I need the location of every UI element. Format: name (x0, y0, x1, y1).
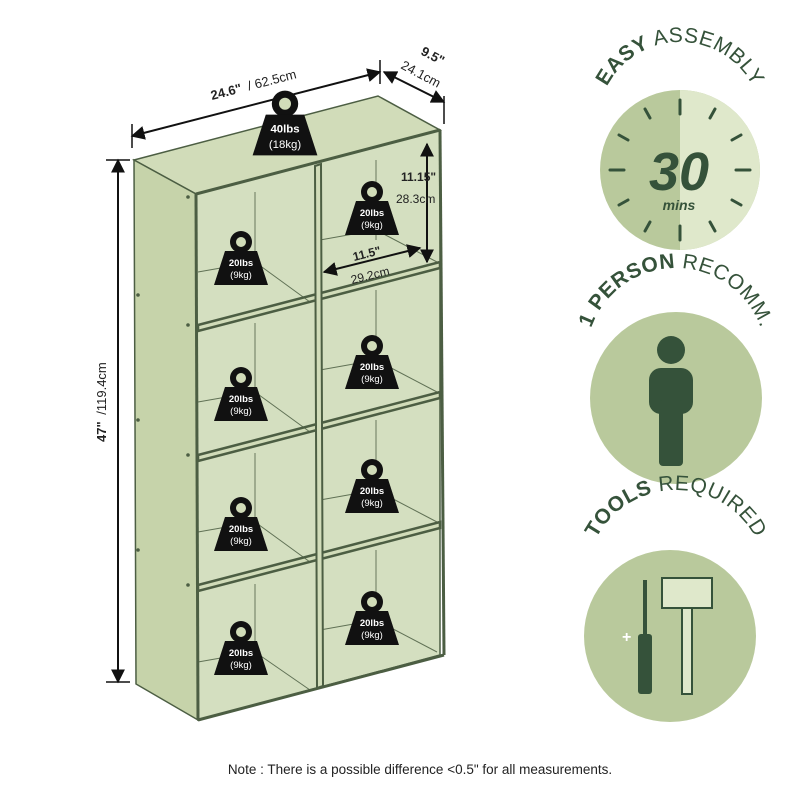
dimension-height: 47" /119.4cm (94, 158, 130, 684)
height-inches: 47" (94, 421, 109, 442)
svg-text:(9kg): (9kg) (361, 220, 383, 231)
cube-height-cm: 28.3cm (396, 192, 435, 206)
shelf-weight-icon: 20lbs (9kg) (214, 231, 268, 285)
svg-text:47" /119.4cm: 47" /119.4cm (94, 362, 109, 442)
vertical-divider (313, 162, 325, 690)
svg-text:20lbs: 20lbs (360, 208, 384, 219)
width-inches: 24.6" (209, 81, 243, 103)
depth-inches: 9.5" (419, 43, 447, 68)
svg-text:20lbs: 20lbs (229, 648, 253, 659)
assembly-unit: mins (663, 197, 696, 213)
bookcase-side-panel (133, 158, 199, 722)
svg-text:20lbs: 20lbs (360, 618, 384, 629)
easy-assembly-badge: EASY ASSEMBLY 30 mins (591, 24, 768, 250)
shelf-weight-icon: 20lbs (9kg) (214, 367, 268, 421)
bookcase (131, 95, 446, 722)
svg-text:(9kg): (9kg) (230, 660, 252, 671)
svg-text:(9kg): (9kg) (361, 630, 383, 641)
svg-text:20lbs: 20lbs (360, 362, 384, 373)
svg-text:(9kg): (9kg) (230, 270, 252, 281)
top-weight-kg: (18kg) (269, 139, 301, 151)
shelf-weight-icon: 20lbs (9kg) (214, 621, 268, 675)
dimension-cube-height: 11.15" 28.3cm (396, 142, 436, 264)
svg-text:(9kg): (9kg) (230, 406, 252, 417)
assembly-time: 30 (649, 142, 709, 202)
width-cm: / 62.5cm (246, 66, 298, 93)
measurement-note: Note : There is a possible difference <0… (227, 762, 613, 777)
svg-text:(9kg): (9kg) (361, 498, 383, 509)
tools-required-title: TOOLS REQUIRED (581, 472, 772, 541)
shelf-weight-icon: 20lbs (9kg) (214, 497, 268, 551)
shelf-weight-icon: 20lbs (9kg) (345, 591, 399, 645)
svg-text:(9kg): (9kg) (361, 374, 383, 385)
tools-required-badge: TOOLS REQUIRED + (581, 472, 772, 722)
one-person-badge: 1 PERSON RECOMM. (574, 250, 777, 484)
shelf-weight-icon: 20lbs (9kg) (345, 181, 399, 235)
mallet-icon (661, 577, 713, 695)
svg-text:20lbs: 20lbs (360, 486, 384, 497)
clock-icon: 30 mins (600, 90, 760, 250)
shelf-weight-icon: 20lbs (9kg) (345, 459, 399, 513)
svg-text:+: + (622, 629, 631, 646)
svg-text:20lbs: 20lbs (229, 394, 253, 405)
screwdriver-icon: + (622, 580, 652, 694)
top-weight-icon: 40lbs (18kg) (252, 90, 318, 156)
height-cm: /119.4cm (94, 362, 109, 415)
svg-text:20lbs: 20lbs (229, 258, 253, 269)
person-icon (649, 336, 693, 466)
cube-height-inches: 11.15" (401, 170, 436, 184)
svg-text:20lbs: 20lbs (229, 524, 253, 535)
cube-width-inches: 11.5" (351, 243, 382, 263)
svg-text:(9kg): (9kg) (230, 536, 252, 547)
shelf-weight-icon: 20lbs (9kg) (345, 335, 399, 389)
top-weight-lbs: 40lbs (270, 124, 299, 136)
easy-assembly-title: EASY ASSEMBLY (591, 24, 768, 90)
